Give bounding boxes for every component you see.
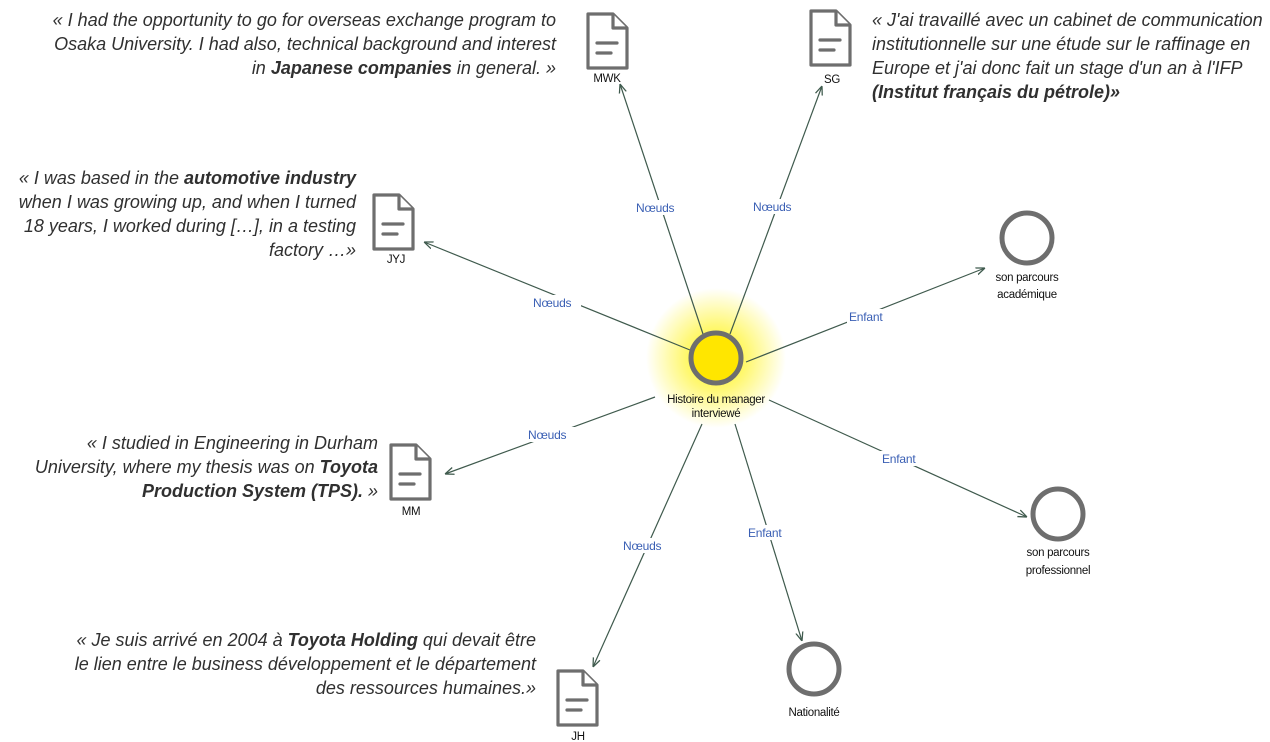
document-icon — [586, 12, 629, 70]
center-node-label-line2: interviewé — [692, 408, 741, 420]
document-icon — [809, 9, 852, 67]
quote-sg: « J'ai travaillé avec un cabinet de comm… — [872, 8, 1264, 104]
edge-label-parcours-professionnel: Enfant — [882, 452, 916, 466]
quote-sg-bold: (Institut français du pétrole)» — [872, 82, 1121, 102]
quote-jyj: « I was based in the automotive industry… — [10, 166, 356, 262]
node-parcours-academique[interactable]: son parcours académique — [996, 210, 1059, 301]
edge-label-mwk: Nœuds — [636, 201, 675, 215]
node-label-mm: MM — [402, 506, 421, 518]
quote-jyj-bold: automotive industry — [183, 168, 356, 188]
quote-mwk-text-2: in general. » — [451, 58, 556, 78]
node-label-parcours-academique-line1: son parcours — [996, 272, 1059, 284]
quote-mwk-bold: Japanese companies — [270, 58, 452, 78]
edge-label-nationalite: Enfant — [748, 526, 782, 540]
quote-jh-text-2: qui devait être le lien entre le busines… — [74, 630, 536, 698]
quote-mwk: « I had the opportunity to go for overse… — [40, 8, 556, 80]
document-icon — [372, 193, 415, 251]
quote-mm-bold: Toyota Production System (TPS). — [141, 457, 378, 501]
center-node[interactable]: Histoire du manager interviewé — [667, 330, 766, 420]
node-mm[interactable]: MM — [389, 443, 432, 518]
node-jh[interactable]: JH — [556, 669, 599, 742]
node-label-mwk: MWK — [593, 73, 621, 85]
document-icon — [389, 443, 432, 501]
quote-mm-text-2: » — [362, 481, 378, 501]
node-parcours-professionnel[interactable]: son parcours professionnel — [1026, 486, 1091, 577]
edge-label-mm: Nœuds — [528, 428, 567, 442]
node-label-parcours-professionnel-line2: professionnel — [1026, 565, 1091, 577]
node-label-jyj: JYJ — [387, 254, 405, 266]
node-mwk[interactable]: MWK — [586, 12, 629, 85]
document-icon — [556, 669, 599, 727]
node-label-nationalite: Nationalité — [788, 707, 839, 719]
quote-jh-text-1: « Je suis arrivé en 2004 à — [76, 630, 288, 650]
node-label-jh: JH — [571, 731, 584, 742]
quote-jh: « Je suis arrivé en 2004 à Toyota Holdin… — [60, 628, 536, 700]
quote-mm-text-1: « I studied in Engineering in Durham Uni… — [34, 433, 378, 477]
quote-jh-bold: Toyota Holding — [287, 630, 418, 650]
quote-jyj-text-2: when I was growing up, and when I turned… — [18, 192, 356, 260]
edge-label-sg: Nœuds — [753, 200, 792, 214]
node-label-sg: SG — [824, 74, 840, 86]
center-node-label-line1: Histoire du manager — [667, 394, 765, 406]
node-jyj[interactable]: JYJ — [372, 193, 415, 266]
edge-label-jh: Nœuds — [623, 539, 662, 553]
node-label-parcours-professionnel-line1: son parcours — [1027, 547, 1090, 559]
edge-label-parcours-academique: Enfant — [849, 310, 883, 324]
node-sg[interactable]: SG — [809, 9, 852, 86]
node-label-parcours-academique-line2: académique — [997, 289, 1057, 301]
quote-jyj-text-1: « I was based in the — [18, 168, 184, 188]
edge-label-jyj: Nœuds — [533, 296, 572, 310]
edge-labels: Nœuds Nœuds Nœuds Nœuds Nœuds Enfant Enf… — [526, 199, 926, 553]
quote-sg-text-1: « J'ai travaillé avec un cabinet de comm… — [872, 10, 1263, 78]
quote-mwk-text-1: « I had the opportunity to go for overse… — [52, 10, 556, 78]
quote-mm: « I studied in Engineering in Durham Uni… — [2, 431, 378, 503]
node-nationalite[interactable]: Nationalité — [786, 641, 842, 719]
